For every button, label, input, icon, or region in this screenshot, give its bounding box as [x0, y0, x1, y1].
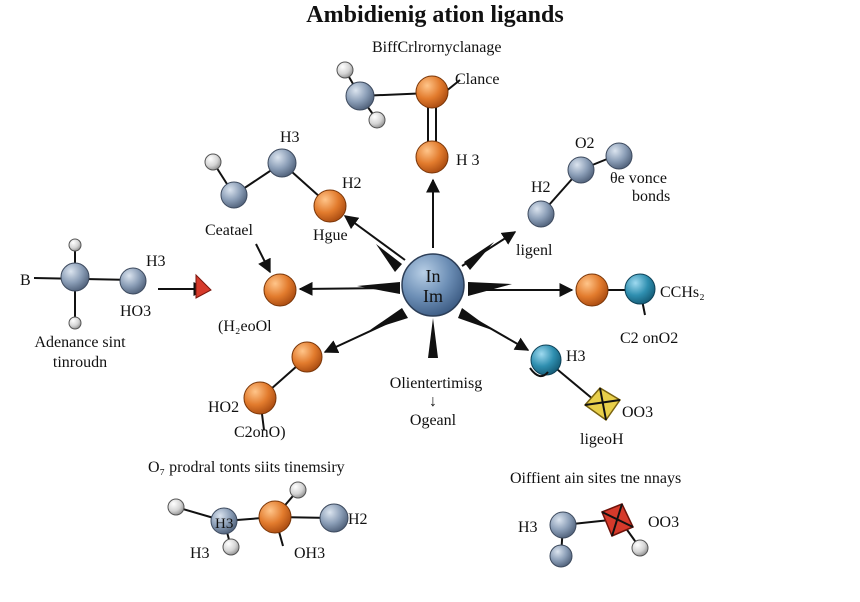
wedge-upper-right	[464, 242, 494, 270]
bottom-left-h3a: H3	[215, 516, 233, 532]
bottom-left-molecule: O₇ prodral tonts siits tinemsiry H3 H2 H…	[148, 459, 368, 562]
arrow-upper-left	[343, 215, 406, 261]
orange-atom	[415, 140, 449, 174]
upper-right-oevonce: θe vonce	[610, 170, 667, 187]
upper-right-o2: O2	[575, 135, 595, 152]
adenance-label-2: tinroudn	[53, 354, 107, 371]
blue-atom	[549, 544, 573, 568]
olienter-label: Olientertimisg	[390, 375, 482, 392]
blue-atom	[319, 503, 349, 533]
radial-arrows	[298, 178, 574, 358]
blue-atom	[345, 81, 375, 111]
blue-atom	[567, 156, 595, 184]
right-c2ono2: C2 onO2	[620, 330, 678, 347]
blue-atom	[220, 181, 248, 209]
left-molecule: Ceatael B H3 HO3 (H₂eoOl Adenance sint t…	[20, 222, 297, 371]
wedge-upper-left	[376, 244, 402, 272]
hydrogen-atom	[204, 153, 222, 171]
hydrogen-atom	[68, 238, 82, 252]
ceatael-arrow	[255, 243, 271, 274]
orange-atom	[313, 189, 347, 223]
blue-atom	[267, 148, 297, 178]
hydrogen-atom	[368, 111, 386, 129]
top-h3-label: H 3	[456, 152, 480, 169]
bottom-right-title: Oiffient ain sites tne nnays	[510, 470, 681, 487]
blue-atom	[527, 200, 555, 228]
lower-right-h3: H3	[566, 348, 586, 365]
bottom-left-h2: H2	[348, 511, 368, 528]
wedge-lower-left	[370, 308, 408, 330]
hydrogen-atom	[336, 61, 354, 79]
upper-right-h2: H2	[531, 179, 551, 196]
center-atom: In Im	[401, 253, 465, 317]
bottom-left-title: O₇ prodral tonts siits tinemsiry	[148, 459, 345, 476]
orange-atom	[258, 500, 292, 534]
ogeanl-label: Ogeanl	[410, 412, 457, 429]
bottom-left-h3b: H3	[190, 545, 210, 562]
bond	[599, 387, 607, 421]
orange-atom	[291, 341, 323, 373]
upper-left-molecule: H3 H2 Hgue	[204, 129, 362, 244]
blue-atom	[60, 262, 90, 292]
teal-atom	[624, 273, 656, 305]
wedge-right	[468, 282, 512, 296]
blue-atom	[605, 142, 633, 170]
arrow-down-wedge	[428, 318, 438, 358]
center-lower-labels: Olientertimisg ↓ Ogeanl	[390, 375, 482, 429]
lower-right-molecule: H3 OO3 ligeoH	[529, 344, 653, 448]
diagram-title: Ambidienig ation ligands	[306, 2, 563, 28]
right-molecule: CCHs₂ C2 onO2	[575, 273, 705, 347]
upper-left-h3: H3	[280, 129, 300, 146]
center-sphere	[401, 253, 465, 317]
lower-right-oo3: OO3	[622, 404, 653, 421]
right-cchs2: CCHs₂	[660, 284, 705, 301]
center-label-1: In	[426, 266, 441, 286]
orange-atom	[263, 273, 297, 307]
orange-atom	[243, 381, 277, 415]
upper-right-molecule: O2 H2 θe vonce bonds ligenl	[516, 135, 670, 259]
hydrogen-atom	[167, 498, 185, 516]
left-ho3-label: HO3	[120, 303, 151, 320]
upper-left-hgue: Hgue	[313, 227, 348, 244]
hydrogen-atom	[68, 316, 82, 330]
left-b-label: B	[20, 272, 31, 289]
upper-right-bonds: bonds	[632, 188, 670, 205]
hydrogen-atom	[289, 481, 307, 499]
lower-left-c2ono: C2onO)	[234, 424, 286, 441]
top-molecule: BiffCrlrornyclanage Clance H 3	[336, 39, 501, 174]
ceatael-label: Ceatael	[205, 222, 254, 239]
top-subtitle: BiffCrlrornyclanage	[372, 39, 501, 56]
blue-atom	[549, 511, 577, 539]
olienter-arrow: ↓	[429, 393, 437, 410]
left-heool-label: (H₂eoOl	[218, 318, 272, 335]
lower-left-ho2: HO2	[208, 399, 239, 416]
red-wedge	[195, 273, 212, 299]
bottom-right-h3: H3	[518, 519, 538, 536]
wedge-left	[357, 282, 400, 294]
bottom-right-oo3: OO3	[648, 514, 679, 531]
ligenl-label: ligenl	[516, 242, 553, 259]
blue-atom	[119, 267, 147, 295]
teal-atom	[530, 344, 562, 376]
bottom-right-molecule: Oiffient ain sites tne nnays H3 OO3	[510, 470, 681, 568]
upper-left-h2: H2	[342, 175, 362, 192]
hydrogen-atom	[222, 538, 240, 556]
top-clance-label: Clance	[455, 71, 499, 88]
bottom-left-oh3: OH3	[294, 545, 325, 562]
lower-left-molecule: HO2 C2onO)	[208, 341, 323, 441]
bond	[611, 503, 623, 537]
hydrogen-atom	[631, 539, 649, 557]
adenance-label-1: Adenance sint	[34, 334, 126, 351]
orange-atom	[415, 75, 449, 109]
lower-right-ligeoh: ligeoH	[580, 431, 624, 448]
center-label-2: Im	[423, 286, 443, 306]
orange-atom	[575, 273, 609, 307]
lone-pair	[529, 367, 549, 378]
left-h3-label: H3	[146, 253, 166, 270]
blue-atom	[210, 507, 238, 535]
wedge-lower-right	[458, 308, 492, 330]
